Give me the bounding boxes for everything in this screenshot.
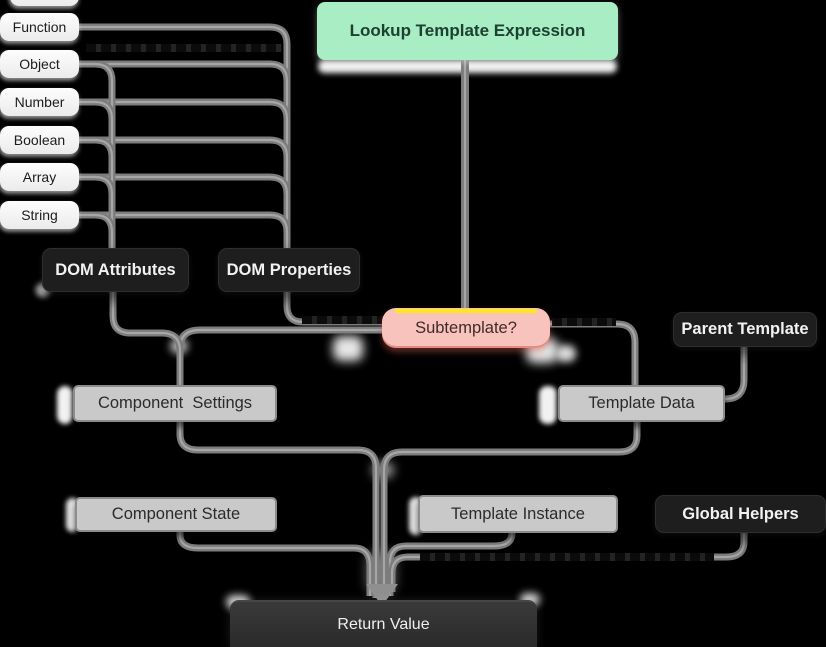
- edge-parent-template-template-data-highlight: [724, 347, 746, 401]
- edge-number-dom-properties-highlight: [79, 100, 289, 248]
- node-boolean: Boolean: [0, 126, 79, 154]
- node-label: Array: [22, 169, 57, 185]
- node-label: Template Instance: [451, 504, 585, 523]
- node-dom-properties: DOM Properties: [218, 248, 360, 292]
- glow-subtemplate-left: [333, 336, 363, 361]
- node-label: Function: [12, 19, 67, 35]
- node-label: Lookup Template Expression: [349, 21, 586, 40]
- node-label: DOM Properties: [226, 260, 352, 279]
- node-function: Function: [0, 13, 79, 41]
- node-string: String: [0, 201, 79, 229]
- edge-array-dom-properties-highlight: [79, 175, 289, 248]
- node-object: Object: [0, 50, 79, 78]
- node-number: Number: [0, 88, 79, 116]
- edge-subtemplate-template-data-highlight: [550, 322, 637, 386]
- node-label: Boolean: [13, 132, 66, 148]
- node-subtemplate: Subtemplate?: [382, 308, 550, 348]
- edge-function-dom-properties-highlight: [79, 25, 289, 248]
- node-component-settings: Component Settings: [73, 385, 277, 422]
- node-label: Global Helpers: [682, 504, 799, 523]
- edge-string-dom-properties-highlight: [79, 213, 289, 248]
- glow-parent-template: [556, 345, 576, 362]
- node-label: Component State: [111, 505, 241, 523]
- node-label: Template Data: [588, 394, 695, 412]
- node-template-instance: Template Instance: [418, 495, 618, 533]
- glow-component-settings: [57, 386, 73, 424]
- edge-template-instance-merge-highlight: [388, 532, 514, 596]
- node-parent-template: Parent Template: [673, 312, 817, 347]
- node-label: Return Value: [337, 615, 430, 633]
- edge-template-data-merge-highlight: [382, 422, 639, 598]
- node-partial-top: [10, 0, 79, 6]
- edge-component-settings-merge-highlight: [178, 422, 378, 598]
- edge-string-dom-attributes-highlight: [79, 213, 114, 248]
- node-label: Parent Template: [681, 320, 809, 338]
- node-label: Subtemplate?: [415, 318, 517, 337]
- arrowhead-down: [366, 584, 398, 606]
- edge-dom-attributes-component-settings-highlight: [111, 292, 182, 386]
- edge-object-dom-attributes-highlight: [79, 62, 114, 248]
- yellow-accent-bar: [395, 309, 537, 313]
- node-global-helpers: Global Helpers: [655, 495, 826, 533]
- edge-component-state-merge-highlight: [178, 532, 372, 596]
- edge-object-dom-properties-highlight: [79, 62, 289, 248]
- node-lookup-template-expression: Lookup Template Expression: [317, 2, 618, 60]
- node-dom-attributes: DOM Attributes: [42, 248, 189, 292]
- node-label: Component Settings: [97, 394, 253, 412]
- node-label: String: [21, 207, 58, 223]
- node-label: Number: [14, 94, 65, 110]
- edge-boolean-dom-attributes-highlight: [79, 138, 114, 248]
- glow-template-data: [539, 386, 557, 424]
- node-array: Array: [0, 163, 79, 191]
- node-label: Object: [19, 56, 60, 72]
- edge-array-dom-attributes-highlight: [79, 175, 114, 248]
- node-label: DOM Attributes: [55, 260, 176, 279]
- node-component-state: Component State: [75, 497, 277, 532]
- edge-boolean-dom-properties-highlight: [79, 138, 289, 248]
- node-template-data: Template Data: [558, 385, 725, 422]
- edge-number-dom-attributes-highlight: [79, 100, 114, 248]
- node-return-value: Return Value: [230, 600, 537, 647]
